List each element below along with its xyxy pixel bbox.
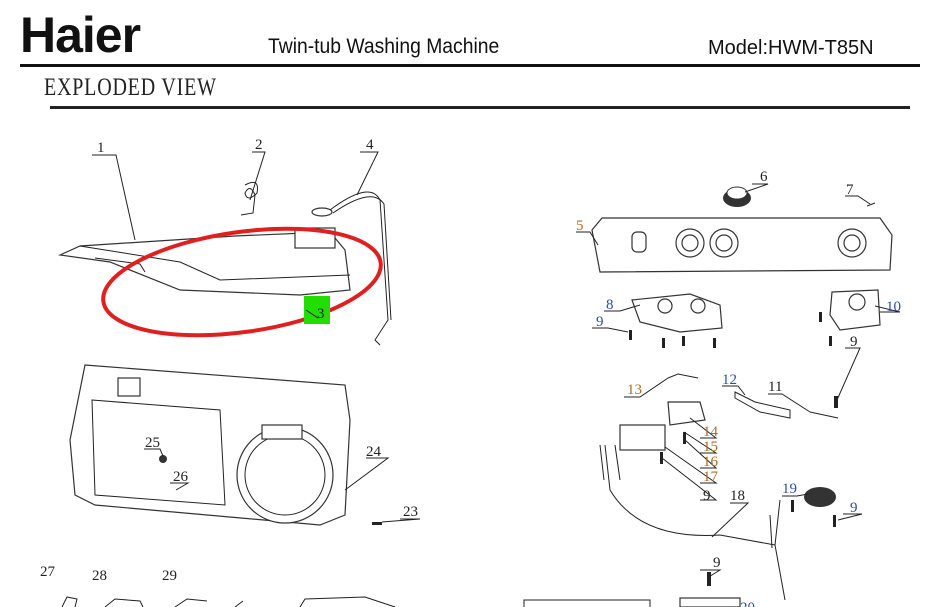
part-timer — [599, 373, 776, 546]
label-3: 3 — [317, 306, 325, 322]
label-9: 9 — [850, 500, 858, 516]
label-23: 23 — [403, 504, 418, 520]
parts-bottom-row — [61, 596, 396, 607]
model-number: Model:HWM-T85N — [708, 37, 874, 59]
section-heading: EXPLODED VIEW — [44, 74, 217, 101]
header-divider — [20, 64, 920, 67]
label-20: 20 — [740, 600, 755, 607]
label-16: 16 — [703, 454, 719, 470]
label-10: 10 — [886, 299, 901, 315]
part-lid — [57, 227, 351, 296]
label-11: 11 — [768, 379, 782, 395]
part-20 — [679, 597, 741, 607]
green-marker — [304, 296, 330, 324]
leader-lines — [92, 151, 901, 579]
part-screw-7 — [866, 202, 876, 207]
part-bracket-8 — [631, 293, 723, 333]
label-24: 24 — [366, 444, 382, 460]
label-7: 7 — [846, 182, 854, 198]
part-box — [523, 599, 651, 607]
label-28: 28 — [92, 568, 107, 584]
label-12: 12 — [722, 372, 737, 388]
part-switch-19 — [769, 487, 836, 601]
part-lever-12 — [734, 391, 791, 419]
label-19: 19 — [782, 481, 797, 497]
highlight-ellipse — [101, 226, 383, 338]
label-9: 9 — [703, 488, 711, 504]
label-9: 9 — [596, 314, 604, 330]
label-4: 4 — [366, 137, 374, 153]
label-29: 29 — [162, 568, 177, 584]
section-divider — [50, 106, 910, 109]
label-26: 26 — [173, 469, 189, 485]
label-6: 6 — [760, 169, 768, 185]
part-25 — [159, 455, 167, 463]
label-15: 15 — [703, 439, 718, 455]
document-title: Twin-tub Washing Machine — [268, 35, 500, 58]
label-14: 14 — [703, 424, 719, 440]
part-bracket-10 — [829, 289, 881, 331]
screws — [174, 312, 838, 586]
label-9: 9 — [850, 334, 858, 350]
part-frame — [69, 364, 351, 526]
part-knob — [723, 186, 751, 207]
label-1: 1 — [97, 140, 105, 156]
label-25: 25 — [145, 435, 160, 451]
label-18: 18 — [730, 488, 745, 504]
label-13: 13 — [627, 382, 642, 398]
part-rod — [311, 191, 392, 346]
label-17: 17 — [703, 469, 719, 485]
label-5: 5 — [576, 218, 584, 234]
label-2: 2 — [255, 137, 263, 153]
part-spring — [240, 181, 258, 216]
label-27: 27 — [40, 564, 56, 580]
part-spring-11 — [809, 411, 839, 419]
part-control-panel — [591, 217, 893, 273]
label-8: 8 — [606, 297, 614, 313]
brand-logo: Haier — [20, 7, 141, 63]
label-9: 9 — [713, 555, 721, 571]
